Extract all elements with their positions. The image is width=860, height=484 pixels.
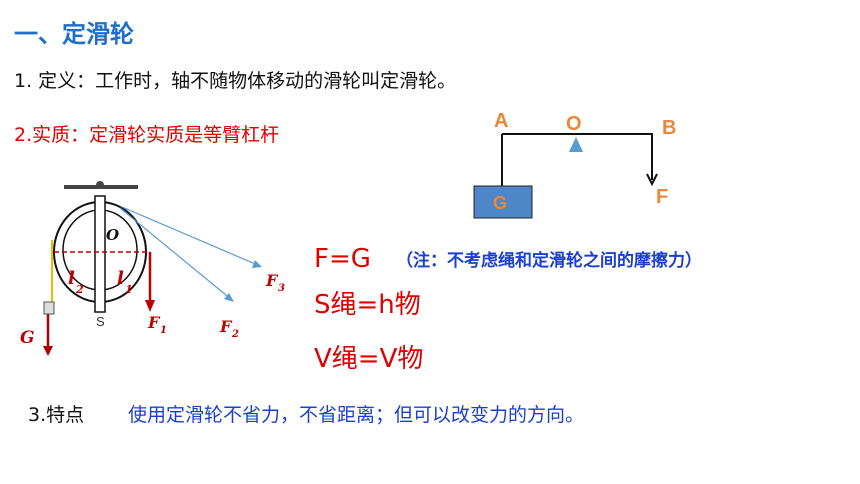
hanging-weight [43,301,55,315]
pulley-label-f3-sub: 3 [278,283,285,294]
force-f3-arrowhead [252,260,262,268]
pulley-label-f2-sub: 2 [231,329,239,340]
force-f2-line [119,207,233,301]
fulcrum-triangle [569,137,583,152]
section-title: 一、定滑轮 [14,20,134,48]
pulley-label-f3: F [265,271,279,290]
pulley-label-l2-sub: 2 [75,283,84,296]
features-text: 使用定滑轮不省力，不省距离；但可以改变力的方向。 [128,404,585,426]
label-g-box: G [493,193,507,213]
pulley-label-l1-sub: 1 [125,283,133,296]
force-g-arrowhead [43,346,53,356]
pulley-frame [94,195,106,313]
pulley-label-f2: F [219,317,233,336]
formula-f-equals-g: F=G [314,244,371,274]
pulley-label-l2: l [68,268,75,289]
features-label: 3.特点 [28,404,85,426]
pulley-label-l1: l [117,268,124,289]
ceiling-hook [96,181,104,189]
essence-text: 2.实质：定滑轮实质是等臂杠杆 [14,124,280,146]
label-a: A [494,110,508,132]
pulley-label-f1: F [147,313,161,332]
pulley-label-o: O [106,226,119,244]
pulley-label-g: G [20,328,35,348]
label-o: O [566,113,582,135]
weight-box-g [473,185,533,219]
formula-note: （注：不考虑绳和定滑轮之间的摩擦力） [396,251,702,271]
label-f: F [656,186,668,208]
pulley-label-f1-sub: 1 [160,325,167,336]
formula-v-equals-v: V绳=V物 [314,344,424,374]
force-f-arrowhead [646,173,658,187]
definition-text: 1. 定义：工作时，轴不随物体移动的滑轮叫定滑轮。 [14,70,457,92]
force-f2-arrowhead [224,293,234,302]
label-b: B [662,117,676,139]
pulley-label-s: S [96,314,105,329]
force-f1-arrowhead [145,300,155,312]
force-f3-line [121,206,261,267]
formula-s-equals-h: S绳=h物 [314,290,421,320]
